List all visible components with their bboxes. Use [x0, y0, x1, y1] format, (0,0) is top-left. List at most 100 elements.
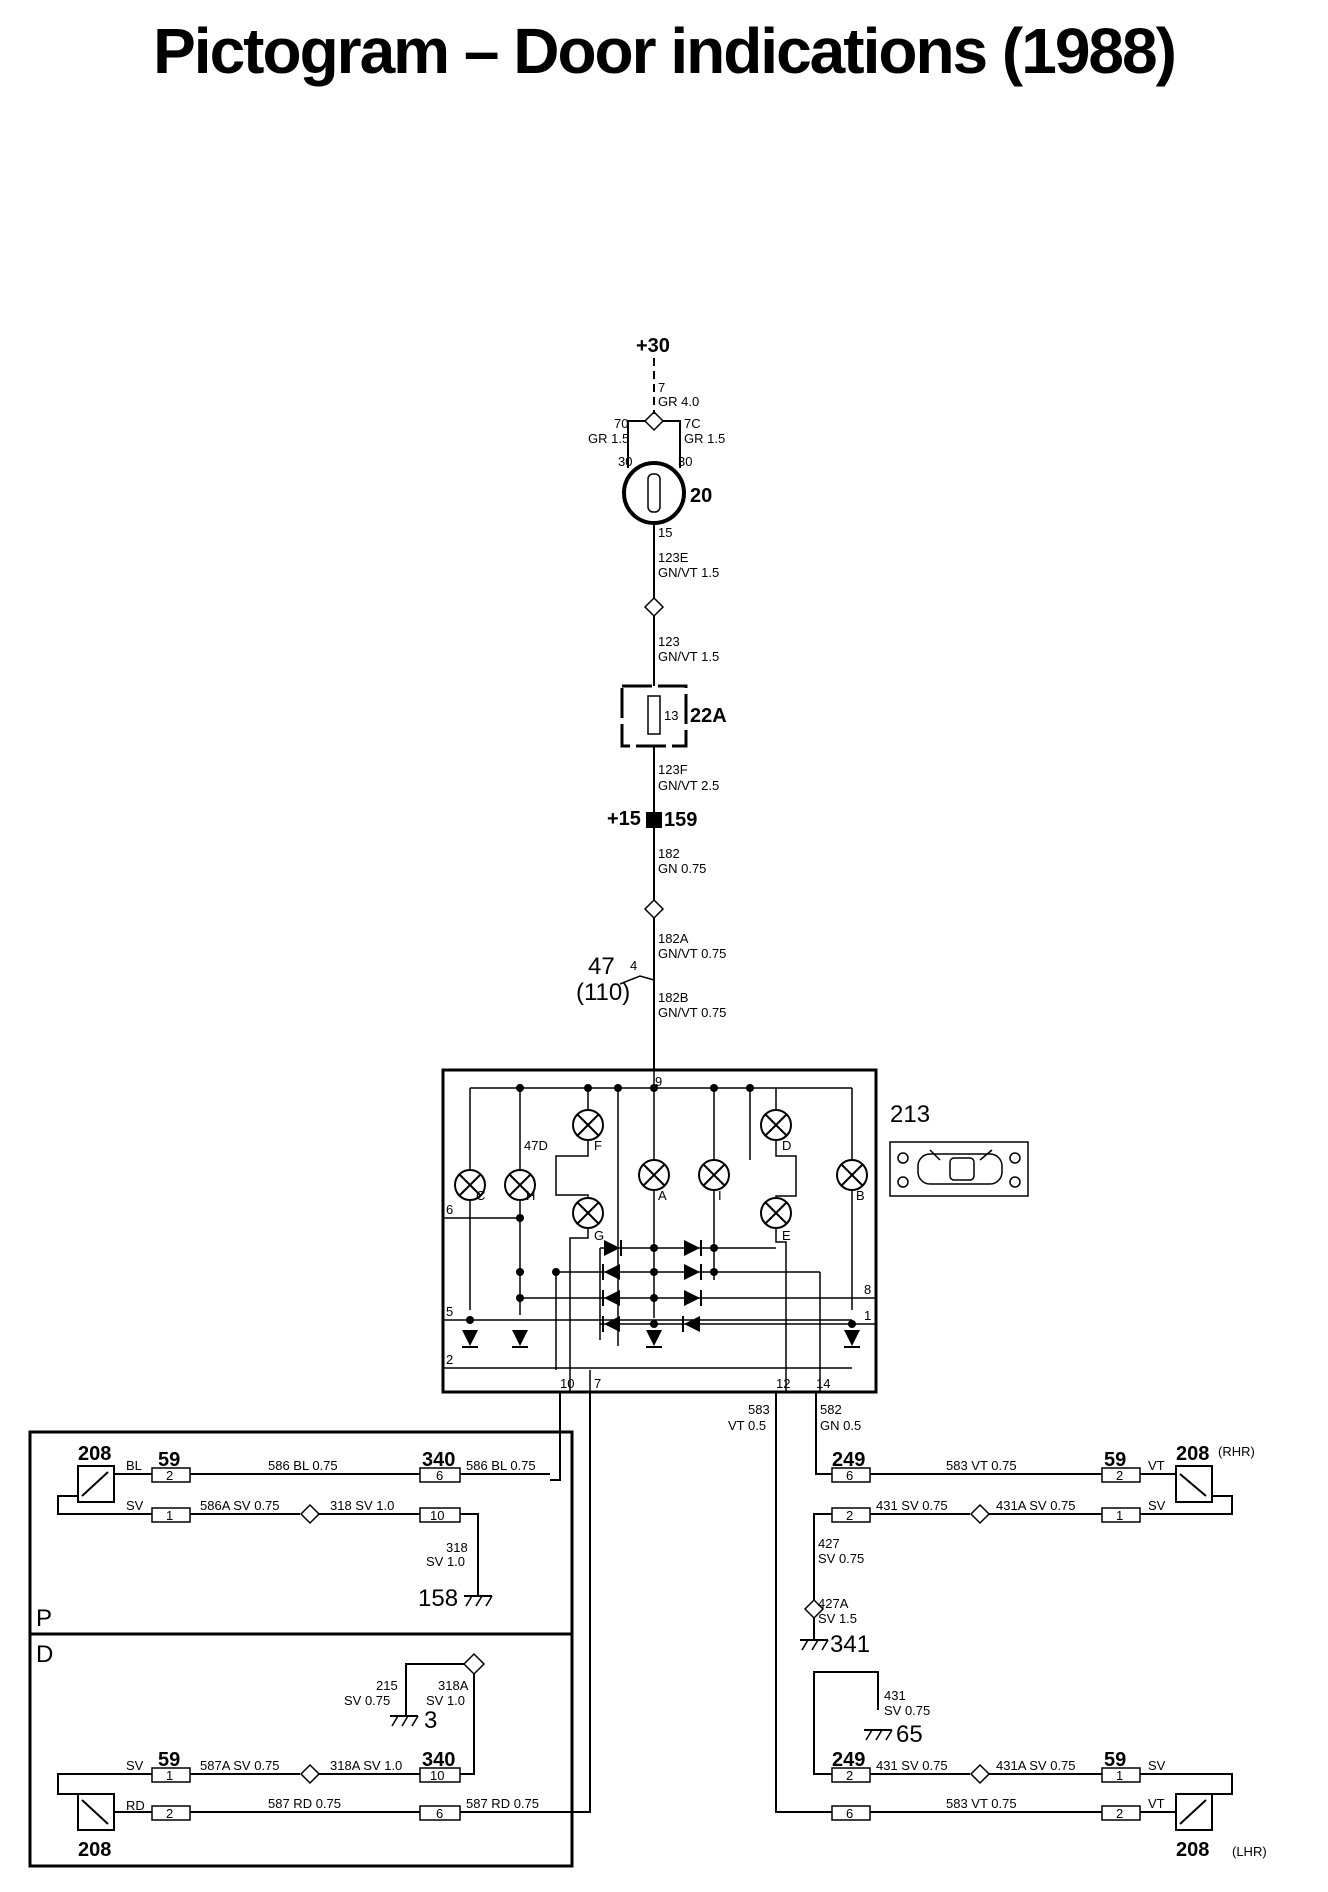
- wire-182-code: GN 0.75: [658, 861, 706, 876]
- lamp-label-H: H: [526, 1188, 535, 1203]
- diode: [684, 1316, 700, 1332]
- connector-59-D: 59: [158, 1749, 180, 1771]
- diode: [512, 1330, 528, 1346]
- section-P-label: P: [36, 1605, 52, 1632]
- wire-7C-label: 7C: [684, 416, 701, 431]
- pin-1: 1: [166, 1768, 173, 1783]
- connector-59-P: 59: [158, 1449, 180, 1471]
- wire-182A-code: GN/VT 0.75: [658, 946, 726, 961]
- connector-59-top: 59: [1104, 1449, 1126, 1471]
- connector-110: (110): [576, 979, 630, 1006]
- pin-4: 4: [630, 958, 637, 973]
- wire-SV: SV: [1148, 1498, 1166, 1513]
- unit-pin-9: 9: [655, 1074, 662, 1089]
- key-icon: [647, 473, 661, 513]
- pin-2: 2: [846, 1508, 853, 1523]
- unit-lamps: [454, 1109, 868, 1229]
- wire-7-label: 7: [658, 380, 665, 395]
- pin-1: 1: [166, 1508, 173, 1523]
- diode: [604, 1264, 620, 1280]
- pin-2: 2: [166, 1806, 173, 1821]
- lamp-B: [836, 1159, 868, 1191]
- pin-1: 1: [1116, 1768, 1123, 1783]
- door-switch-icon: [1175, 1793, 1213, 1831]
- wire-583-code: VT 0.5: [728, 1418, 766, 1433]
- wire-427A-code: SV 1.5: [818, 1611, 857, 1626]
- wire-BL: BL: [126, 1458, 142, 1473]
- wire-182-label: 182: [658, 846, 680, 861]
- pin-2: 2: [1116, 1806, 1123, 1821]
- connector-249-bottom: 249: [832, 1749, 865, 1771]
- diode: [604, 1240, 620, 1256]
- splice-431: [969, 1503, 991, 1525]
- wire-182B-label: 182B: [658, 990, 688, 1005]
- wire-431-h: 431 SV 0.75: [876, 1758, 948, 1773]
- wire-7-code: GR 4.0: [658, 394, 699, 409]
- fuse-22A: 22A: [690, 705, 727, 727]
- section-D: D 215 SV 0.75 318A SV 1.0 3 SV RD 208 59…: [28, 1632, 590, 1868]
- connector-249-top: 249: [832, 1449, 865, 1471]
- wire-427-code: SV 0.75: [818, 1551, 864, 1566]
- fuse-pin-13: 13: [664, 708, 678, 723]
- car-pictogram-icon: [889, 1141, 1029, 1197]
- lamp-label-D: D: [782, 1138, 791, 1153]
- wire-VT-b: VT: [1148, 1796, 1165, 1811]
- wire-318-down: 318: [446, 1540, 468, 1555]
- wire-583-label: 583: [748, 1402, 770, 1417]
- pin-30-right: 30: [678, 454, 692, 469]
- diode: [604, 1316, 620, 1332]
- indicator-unit-213: 9 213: [441, 1068, 1029, 1394]
- diode: [684, 1240, 700, 1256]
- pin-2: 2: [846, 1768, 853, 1783]
- ground-158: 158: [418, 1585, 458, 1612]
- lamp-A: [638, 1159, 670, 1191]
- unit-pin-2: 2: [446, 1352, 453, 1367]
- wire-582-code: GN 0.5: [820, 1418, 861, 1433]
- lamp-label-I: I: [718, 1188, 722, 1203]
- terminal-159-block: [646, 812, 662, 828]
- wire-70-code: GR 1.5: [588, 431, 629, 446]
- diode: [684, 1290, 700, 1306]
- splice-7: [643, 410, 665, 432]
- pin-2: 2: [1116, 1468, 1123, 1483]
- pin-6: 6: [436, 1468, 443, 1483]
- wire-123E-label: 123E: [658, 550, 689, 565]
- switch-208-LHR: 208: [1176, 1839, 1209, 1861]
- connector-47: 47: [588, 953, 615, 980]
- lamp-H: [504, 1169, 536, 1201]
- lamp-label-G: G: [594, 1228, 604, 1243]
- door-switch-icon: [77, 1465, 115, 1503]
- lamp-label-47D: 47D: [524, 1138, 548, 1153]
- wire-318A-label: 318A SV 1.0: [330, 1758, 402, 1773]
- wire-318-label: 318 SV 1.0: [330, 1498, 394, 1513]
- terminal-plus15: +15: [607, 808, 641, 830]
- unit-pin-7: 7: [594, 1376, 601, 1391]
- wire-431-down-code: SV 0.75: [884, 1703, 930, 1718]
- splice-123: [643, 596, 665, 618]
- side-RHR: (RHR): [1218, 1444, 1255, 1459]
- wire-123-code: GN/VT 1.5: [658, 649, 719, 664]
- ground-3: 3: [424, 1707, 437, 1734]
- connector-340-D: 340: [422, 1749, 455, 1771]
- switch-208-D: 208: [78, 1839, 111, 1861]
- wire-182B-code: GN/VT 0.75: [658, 1005, 726, 1020]
- supply-chain: +30 7 GR 4.0 70 GR 1.5 7C GR 1.5 30 30 2…: [576, 335, 727, 1070]
- wire-583-h-bottom: 583 VT 0.75: [946, 1796, 1017, 1811]
- unit-pin-12: 12: [776, 1376, 790, 1391]
- lamp-label-A: A: [658, 1188, 667, 1203]
- terminal-plus30: +30: [636, 335, 670, 357]
- wire-123-label: 123: [658, 634, 680, 649]
- wire-123F-code: GN/VT 2.5: [658, 778, 719, 793]
- splice-318A-top: [462, 1652, 486, 1676]
- pin-6: 6: [436, 1806, 443, 1821]
- wire-7C-code: GR 1.5: [684, 431, 725, 446]
- pin-10: 10: [430, 1768, 444, 1783]
- switch-208-RHR: 208: [1176, 1443, 1209, 1465]
- switch-208-P: 208: [78, 1443, 111, 1465]
- wire-123F-label: 123F: [658, 762, 688, 777]
- unit-internal-wiring: [443, 1070, 876, 1392]
- splice-182: [643, 898, 665, 920]
- splice-318: [299, 1503, 321, 1525]
- wire-318A-up: 318A: [438, 1678, 469, 1693]
- wire-123E-code: GN/VT 1.5: [658, 565, 719, 580]
